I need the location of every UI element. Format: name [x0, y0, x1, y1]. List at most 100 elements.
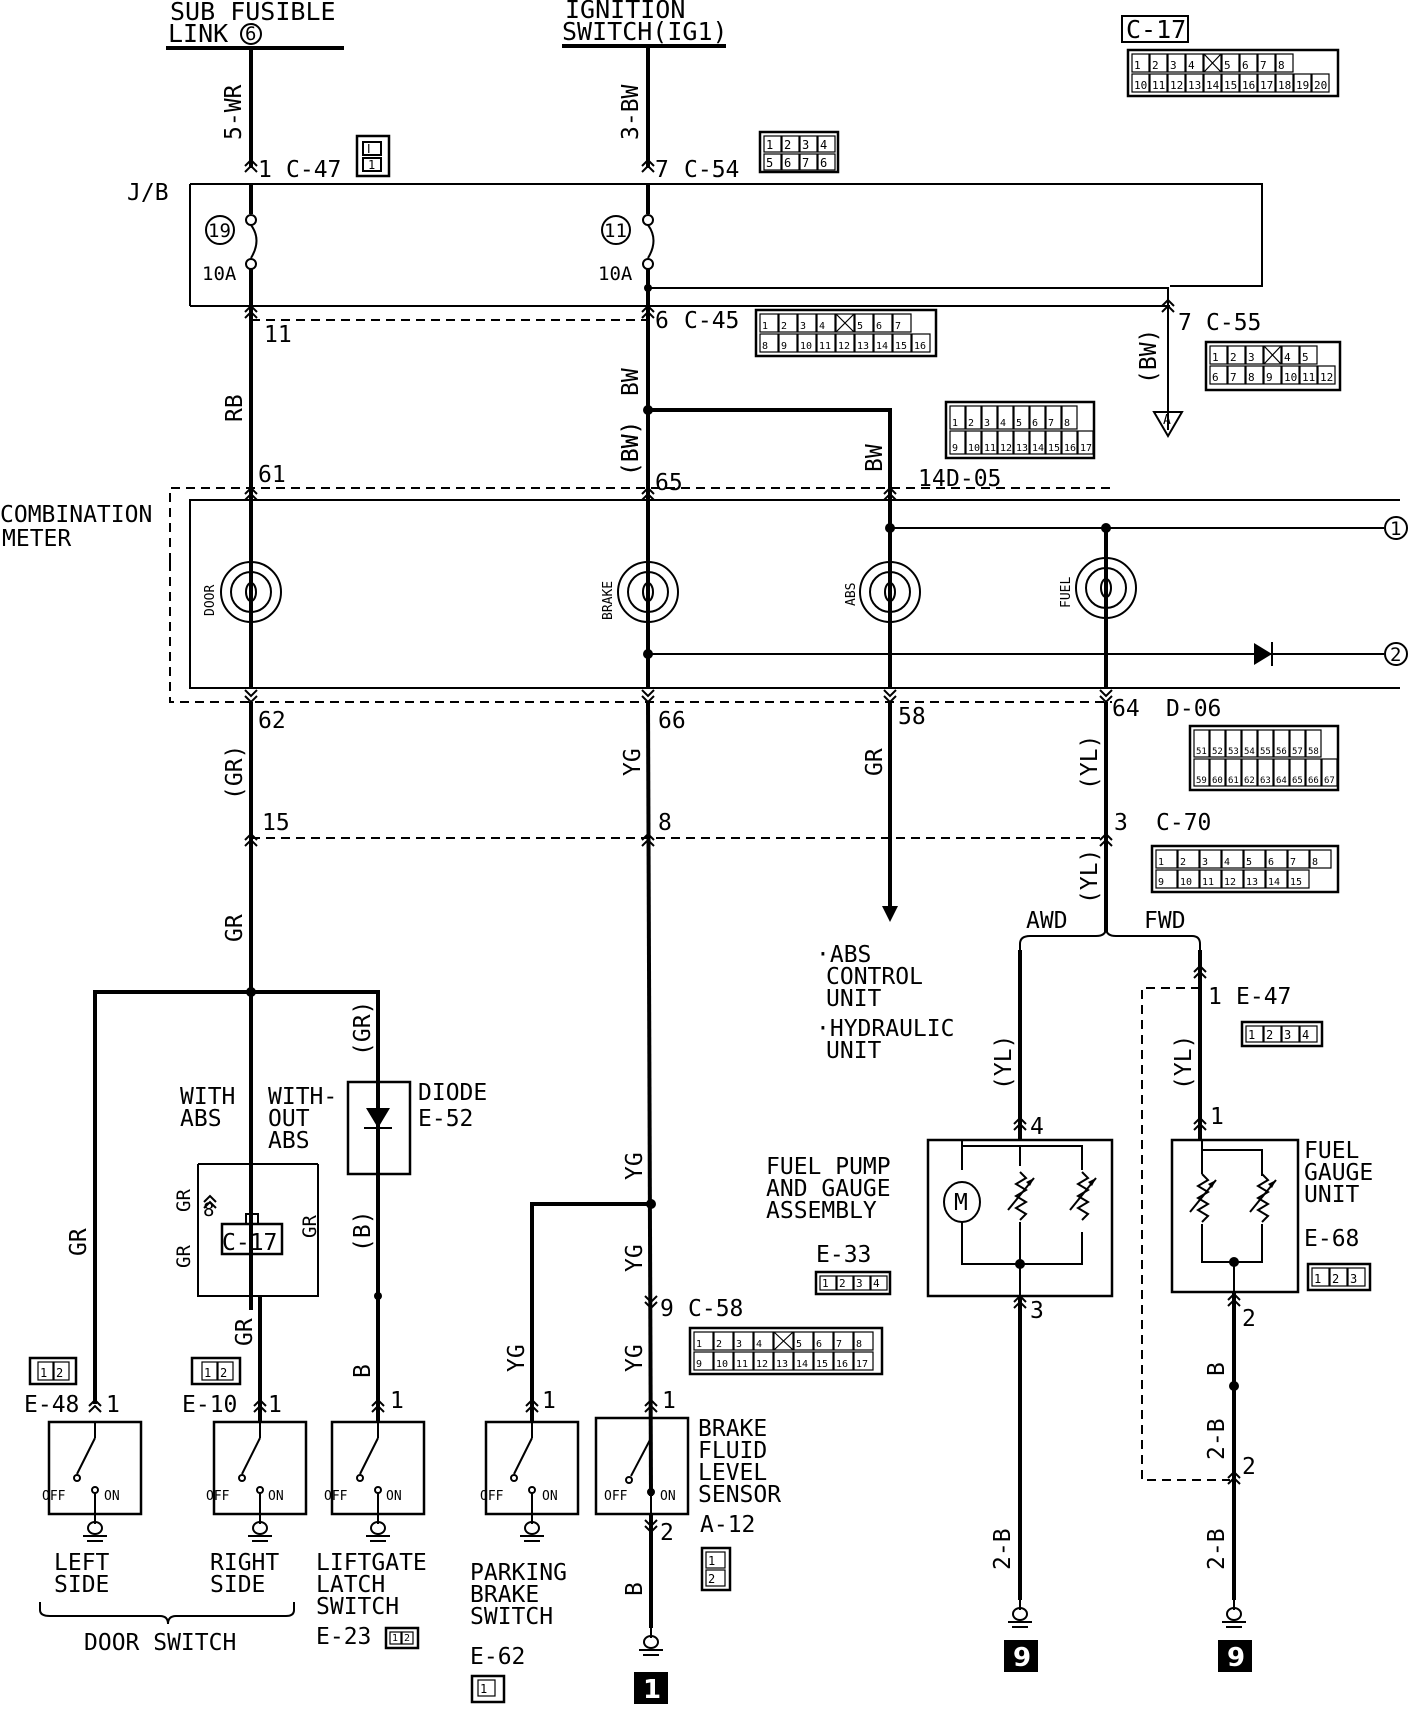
c55_pins-pin-number: 8	[1248, 371, 1255, 384]
c70_pins-pin-cell	[1243, 869, 1266, 889]
c45_pins-pin-cell	[835, 333, 855, 353]
jb-label: J/B	[127, 180, 169, 206]
c55_pins-pin-cell	[1209, 365, 1228, 385]
door-switch-brace	[39, 1602, 295, 1625]
a12_pins-pin-cell	[705, 1569, 726, 1587]
c45_pins-pin-number: 7	[895, 321, 901, 332]
d05_pins-pin-number: 16	[1064, 443, 1076, 454]
c54_pins-pin-number: 6	[784, 156, 791, 170]
c17-mid-block: C-17 8 GR GR GR	[173, 1163, 321, 1297]
fwd-label: FWD	[1144, 908, 1186, 934]
c58_pins-pin-cell	[833, 1351, 854, 1371]
e23_pins-pin-number: 2	[404, 1633, 410, 1644]
pin-bf-1: 1	[662, 1388, 676, 1414]
pin-61: 61	[258, 462, 286, 488]
c58_pins-pin-number: 16	[836, 1359, 848, 1370]
parking-brake-3: SWITCH	[470, 1604, 553, 1630]
c45_pins-pin-cell	[778, 313, 798, 333]
wire-label-bw-65: (BW)	[618, 421, 644, 476]
c54_pins-pin-number: 1	[766, 138, 773, 152]
resistor-gauge-1	[1189, 1173, 1217, 1223]
c55_pins-pin-number: 10	[1284, 371, 1297, 384]
c55_pins-pin-cell	[1245, 365, 1264, 385]
d06_pins-pin-cell	[1209, 729, 1226, 758]
c45_pins-pin-cell	[892, 333, 912, 353]
c17_pins-pin-cell	[1203, 73, 1222, 93]
c45_pins-pin-number: 4	[819, 321, 825, 332]
d05_pins-pin-cell	[1045, 430, 1062, 455]
c17_pins-pin-number: 12	[1170, 79, 1183, 92]
liftgate-2: LATCH	[316, 1572, 385, 1598]
c17_pins-pin-cell	[1185, 73, 1204, 93]
e47_pins-pin-number: 4	[1302, 1028, 1309, 1042]
c70_pins-pin-number: 5	[1246, 857, 1252, 868]
wire-label-yg-66: YG	[620, 748, 646, 776]
c54_pins-pin-number: 6	[820, 156, 827, 170]
lamp-label-fuel: FUEL	[1059, 577, 1074, 608]
c17_pins-pin-number: 13	[1188, 79, 1201, 92]
c58_pins-pin-number: 2	[716, 1339, 722, 1350]
c17_pins-pin-number: 17	[1260, 79, 1273, 92]
c54_pins-pin-cell	[763, 153, 782, 171]
diode-e52: DIODE E-52	[346, 1080, 487, 1176]
pin-fg-2: 2	[1242, 1306, 1256, 1332]
c70_pins-pin-number: 14	[1268, 877, 1280, 888]
c17_pins-pin-number: 15	[1224, 79, 1237, 92]
pin-c45-6: 6	[655, 308, 669, 334]
e33_pins-pin-cell	[870, 1275, 888, 1291]
pin-c47-1: 1	[258, 157, 272, 183]
c70_pins-pin-number: 1	[1158, 857, 1164, 868]
pin-c70-3: 3	[1114, 810, 1128, 836]
wire-label-b-diode: (B)	[350, 1210, 376, 1252]
wire-label-yg-c58: YG	[622, 1244, 648, 1272]
fuel-pump-line-2: AND GAUGE	[766, 1176, 891, 1202]
lamp-label-abs: ABS	[844, 583, 859, 606]
d05_pins-pin-cell	[1029, 430, 1046, 455]
without-abs-3: ABS	[268, 1128, 310, 1154]
c17_pins-pin-cell	[1311, 73, 1330, 93]
c58_pins-pin-number: 15	[816, 1359, 828, 1370]
c45_pins-pin-cell	[835, 313, 855, 333]
c55_pins-pin-number: 3	[1248, 351, 1255, 364]
ground-9-fwd-symbol	[1221, 1599, 1247, 1628]
d06_pins-pin-cell	[1209, 758, 1226, 787]
c45_pins-pin-cell	[873, 313, 893, 333]
c70_pins-pin-number: 13	[1246, 877, 1258, 888]
d06_pins-pin-cell	[1289, 758, 1306, 787]
c70_pins-pin-cell	[1309, 849, 1332, 869]
e48_pins-pin-number: 2	[56, 1366, 63, 1380]
c58_pins-pin-number: 3	[736, 1339, 742, 1350]
fuel-gauge-line-3: UNIT	[1304, 1182, 1360, 1208]
c17_pins-blank-pin	[1203, 53, 1222, 73]
d06_pins-pin-cell	[1321, 758, 1338, 787]
c17_pins-pin-cell	[1239, 73, 1258, 93]
sub-fusible-link-label-2: LINK	[168, 19, 228, 48]
a12_pins-pin-number: 2	[708, 1572, 715, 1586]
d05_pins-pin-number: 4	[1000, 418, 1006, 429]
d06_pins-pin-cell	[1193, 758, 1210, 787]
c45_pins-pin-number: 5	[857, 321, 863, 332]
pin-11: 11	[264, 322, 292, 348]
wire-label-bw-abs: BW	[862, 444, 888, 472]
c17_pins-pin-number: 14	[1206, 79, 1220, 92]
d05_pins-pin-cell	[1061, 430, 1078, 455]
c45_pins-pin-number: 3	[800, 321, 806, 332]
c58_pins-pin-number: 14	[796, 1359, 808, 1370]
c17-top-label: C-17	[1126, 15, 1186, 44]
c54_pins-pin-cell	[781, 153, 800, 171]
pin-62: 62	[258, 708, 286, 734]
c45_pins-pin-cell	[797, 313, 817, 333]
awd-fwd-brace	[1019, 927, 1201, 950]
c17_pins-pin-number: 18	[1278, 79, 1291, 92]
d06_pins-pin-number: 64	[1276, 776, 1287, 786]
wire-label-gr-c17-a: GR	[173, 1189, 195, 1212]
d06_pins-pin-number: 52	[1212, 747, 1223, 757]
c70_pins-pin-cell	[1287, 849, 1310, 869]
diode-arrow-2	[1254, 643, 1272, 665]
c58_pins-pin-cell	[853, 1351, 874, 1371]
